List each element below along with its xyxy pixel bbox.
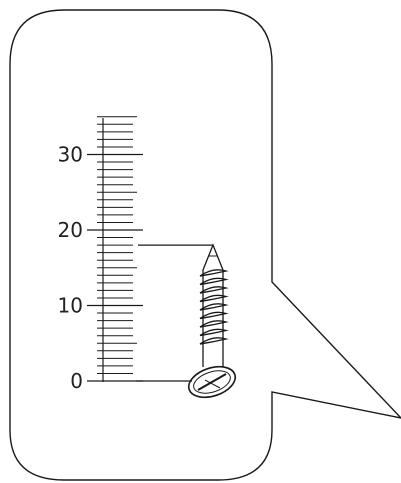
screw-head	[187, 365, 237, 399]
screw-thread	[199, 303, 229, 311]
screw-thread	[199, 277, 229, 286]
screw-threads	[199, 269, 229, 345]
screw-thread	[199, 337, 229, 345]
screw-thread	[199, 320, 229, 328]
ruler-ticks	[87, 116, 143, 382]
ruler: 0 10 20 30	[58, 116, 143, 394]
screw-thread	[199, 286, 229, 294]
screw-thread	[199, 328, 229, 337]
ruler-label-0: 0	[70, 369, 83, 393]
screw-thread	[199, 269, 229, 277]
screw-thread	[199, 294, 229, 303]
screw-shank	[202, 243, 224, 367]
screw-thread	[199, 311, 229, 320]
callout-bubble	[9, 9, 401, 481]
ruler-label-20: 20	[58, 218, 83, 242]
screw	[187, 243, 237, 399]
ruler-label-30: 30	[58, 143, 83, 167]
ruler-labels: 0 10 20 30	[58, 143, 83, 394]
ruler-label-10: 10	[58, 294, 83, 318]
screw-head-slot	[197, 373, 227, 391]
